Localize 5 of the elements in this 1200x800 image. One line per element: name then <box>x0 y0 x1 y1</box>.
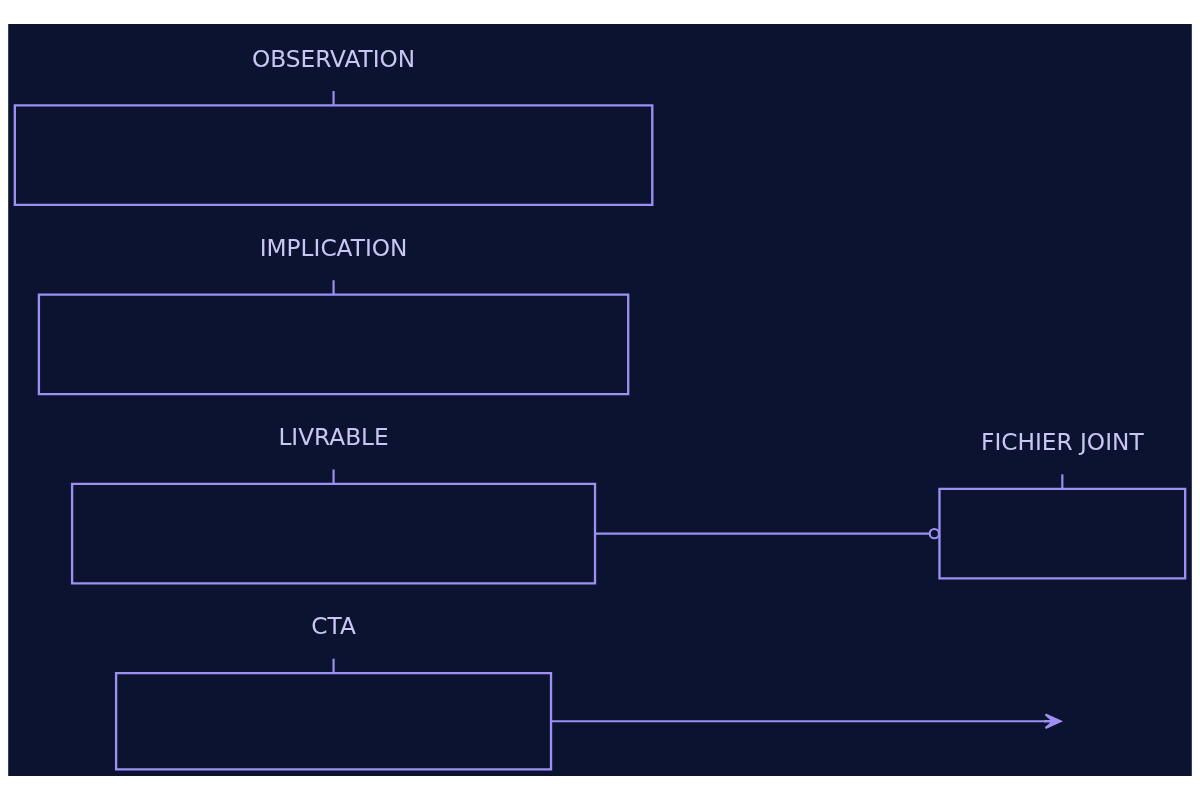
node-text: CTA <box>311 612 356 640</box>
node-text: IMPLICATION <box>259 233 408 261</box>
node-text: FICHIER JOINT <box>981 428 1144 456</box>
node-text: OBSERVATION <box>251 44 416 72</box>
node-text: LIVRABLE <box>278 423 389 451</box>
